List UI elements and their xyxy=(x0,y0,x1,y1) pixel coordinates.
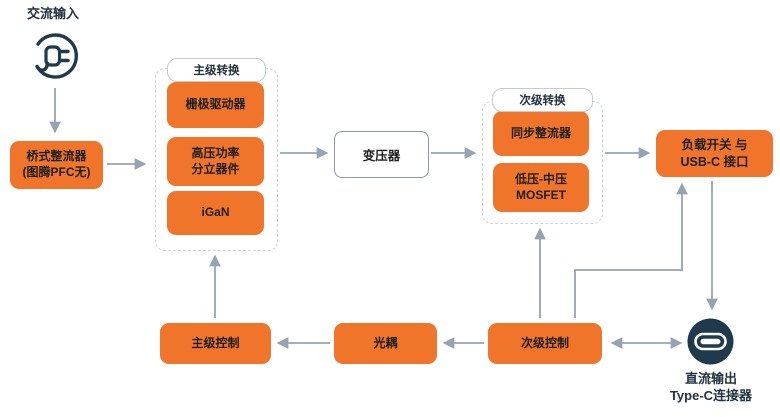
gate-driver-label: 栅极驱动器 xyxy=(185,97,246,112)
optocoupler-node: 光耦 xyxy=(334,323,437,364)
transformer-label: 变压器 xyxy=(362,149,401,163)
sync-rectifier-label: 同步整流器 xyxy=(510,125,571,140)
load-switch-line1: 负载开关 与 xyxy=(681,138,748,153)
transformer-node: 变压器 xyxy=(334,131,429,178)
ac-plug-icon xyxy=(35,33,78,79)
igan-node: iGaN xyxy=(167,191,264,235)
secondary-conversion-label: 次级转换 xyxy=(492,88,593,112)
dc-output-line1: 直流输出 xyxy=(684,371,737,386)
optocoupler-label: 光耦 xyxy=(373,335,398,350)
lv-mv-mosfet-line1: 低压-中压 xyxy=(515,171,567,186)
primary-conversion-label: 主级转换 xyxy=(167,58,266,82)
hv-power-discretes-line2: 分立器件 xyxy=(191,161,240,176)
ac-input-label: 交流输入 xyxy=(27,6,80,21)
hv-power-discretes-line1: 高压功率 xyxy=(191,145,240,160)
lv-mv-mosfet-node: 低压-中压 MOSFET xyxy=(493,163,589,212)
primary-control-label: 主级控制 xyxy=(191,335,240,350)
hv-power-discretes-node: 高压功率 分立器件 xyxy=(167,137,264,186)
usb-c-connector-icon xyxy=(687,318,734,365)
bridge-rectifier-line1: 桥式整流器 xyxy=(26,149,87,164)
primary-control-node: 主级控制 xyxy=(160,323,271,364)
dc-output-label: 直流输出 Type-C连接器 xyxy=(645,371,777,405)
bridge-rectifier-node: 桥式整流器 (图腾PFC无) xyxy=(10,141,103,189)
sync-rectifier-node: 同步整流器 xyxy=(493,111,589,156)
secondary-control-label: 次级控制 xyxy=(520,335,569,350)
load-switch-usbc-node: 负载开关 与 USB-C 接口 xyxy=(656,130,773,177)
lv-mv-mosfet-line2: MOSFET xyxy=(516,187,566,202)
dc-output-line2: Type-C连接器 xyxy=(669,387,753,403)
secondary-control-node: 次级控制 xyxy=(488,323,602,364)
gate-driver-node: 栅极驱动器 xyxy=(167,82,264,128)
bridge-rectifier-line2: (图腾PFC无) xyxy=(22,165,91,179)
load-switch-line2: USB-C 接口 xyxy=(680,154,749,169)
igan-label: iGaN xyxy=(201,205,230,220)
